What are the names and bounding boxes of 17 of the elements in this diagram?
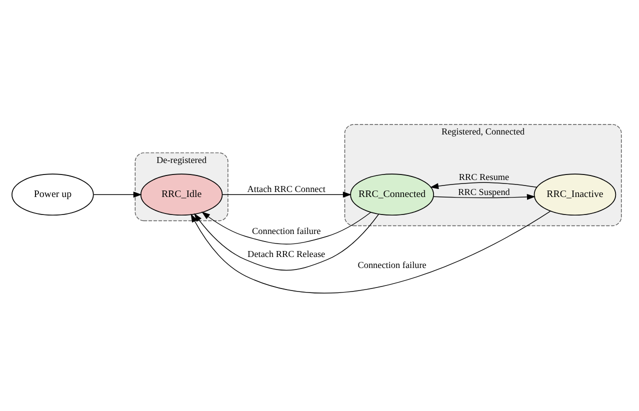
edge-label: RRC Resume [458, 172, 510, 182]
edge-label: Connection failure [358, 259, 426, 270]
arrow [194, 212, 380, 270]
node-ellipse: Power up [12, 173, 94, 216]
edge-label: Attach RRC Connect [247, 184, 326, 194]
arrow [222, 191, 352, 198]
arrow [202, 211, 372, 244]
edge-label: Connection failure [252, 225, 321, 236]
edge-label: RRC Suspend [458, 186, 510, 196]
node-ellipse: RRC_Idle [140, 173, 223, 216]
edge-label: Detach RRC Release [248, 248, 326, 259]
arrow [93, 191, 142, 198]
node-ellipse: RRC_Inactive [534, 173, 616, 216]
arrow [190, 210, 551, 293]
arrow [430, 182, 538, 189]
arrow [433, 193, 536, 200]
node-ellipse: RRC_Connected [350, 173, 434, 216]
